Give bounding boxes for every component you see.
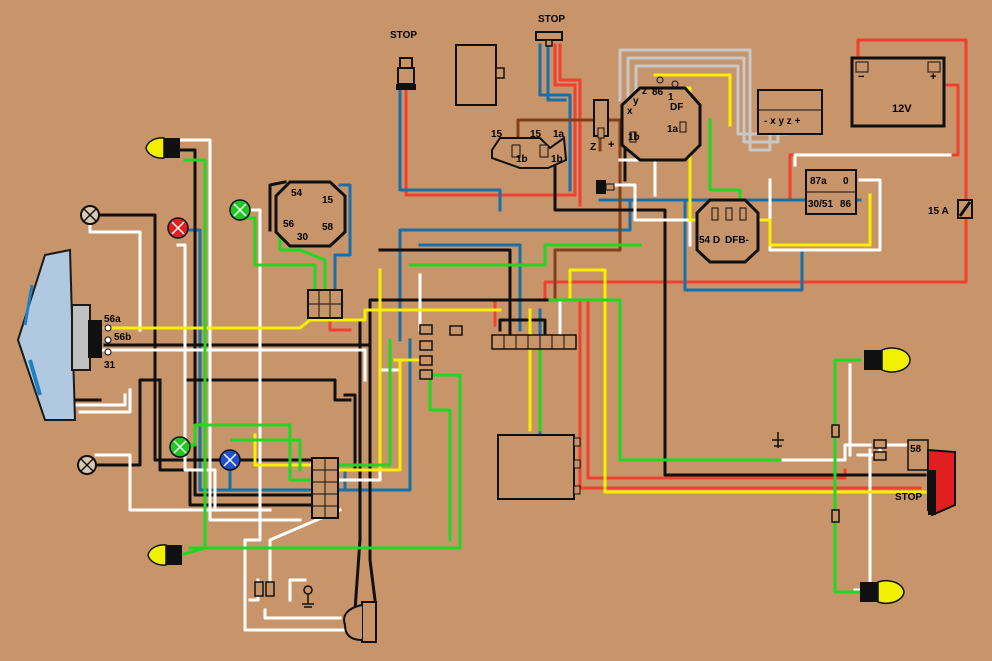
white-wires xyxy=(68,138,952,632)
label-plus: + xyxy=(608,139,614,151)
coil-label-1b-right: 1b xyxy=(551,154,563,165)
coil-label-15-left: 15 xyxy=(491,129,503,140)
z-terminal-block xyxy=(593,99,609,139)
connector-block-handlebar xyxy=(311,457,339,519)
stop-label-rear-switch: STOP xyxy=(538,14,565,25)
ignition-coil xyxy=(491,136,568,169)
stop-switch-rear xyxy=(535,31,563,47)
stop-label-front: STOP xyxy=(390,30,417,41)
coil-label-1a: 1a xyxy=(553,129,565,140)
gray-wires xyxy=(618,48,788,152)
black-wires xyxy=(58,148,927,612)
connector-block-ignition xyxy=(307,289,343,319)
warning-lamp-red-icon xyxy=(167,217,189,239)
label-31: 31 xyxy=(104,360,116,371)
tail-stop-light xyxy=(907,439,956,517)
indicator-lamp-front-left-icon xyxy=(145,137,180,159)
warning-lamp-blue-icon xyxy=(219,449,241,471)
ground-symbol-right-icon xyxy=(772,432,784,448)
indicator-lamp-rear-left-icon xyxy=(147,544,182,566)
connector-strip-center xyxy=(491,334,577,350)
charge-regulator xyxy=(695,198,760,264)
label-56a: 56a xyxy=(104,314,121,325)
neutral-switch-icon xyxy=(596,180,615,194)
stop-switch-front xyxy=(396,57,416,90)
regulator2-label-dfb: DFB- xyxy=(725,235,749,246)
regulator2-label-54d: 54 D xyxy=(699,235,720,246)
dynamo xyxy=(620,76,702,162)
warning-lamp-green-top-icon xyxy=(229,199,251,221)
battery-plus-label: + xyxy=(930,71,936,83)
relay-label-0: 0 xyxy=(843,176,849,187)
ignition-label-54: 54 xyxy=(291,188,303,199)
battery xyxy=(850,56,946,128)
coil-label-1b-left: 1b xyxy=(516,154,528,165)
indicator-lamp-front-right-icon xyxy=(864,347,911,373)
dynamo-label-86: 86 xyxy=(652,87,664,98)
ignition-label-30: 30 xyxy=(297,232,309,243)
dynamo-label-z: z xyxy=(642,86,647,97)
condenser-box xyxy=(455,44,505,106)
dynamo-label-df: DF xyxy=(670,102,683,113)
ground-symbol-left-icon xyxy=(302,585,314,608)
indicator-lamp-rear-right-icon xyxy=(860,580,905,604)
fuse xyxy=(957,199,973,219)
dynamo-label-1: 1 xyxy=(668,92,674,103)
label-56b: 56b xyxy=(114,332,131,343)
battery-minus-label: − xyxy=(858,71,864,83)
dynamo-label-x: x xyxy=(627,106,633,117)
relay xyxy=(805,169,857,215)
headlight xyxy=(16,248,112,421)
ignition-label-58: 58 xyxy=(322,222,334,233)
cdi-unit xyxy=(497,434,581,500)
relay-label-86: 86 xyxy=(840,199,852,210)
coil-label-15-right: 15 xyxy=(530,129,542,140)
fuse-label: 15 A xyxy=(928,206,949,217)
bulb-speedo-icon xyxy=(77,455,97,475)
dynamo-label-1a: 1a xyxy=(667,124,679,135)
voltage-regulator xyxy=(757,89,823,135)
ignition-label-56: 56 xyxy=(283,219,295,230)
stop-lamp-label: STOP xyxy=(895,492,922,503)
ignition-label-15: 15 xyxy=(322,195,334,206)
taillight-label-58: 58 xyxy=(910,444,922,455)
bulb-parking-icon xyxy=(80,205,100,225)
relay-label-3051: 30/51 xyxy=(808,199,833,210)
connector-column-left xyxy=(419,324,463,380)
battery-voltage-label: 12V xyxy=(892,103,912,115)
label-z: Z xyxy=(590,142,596,153)
dynamo-label-y: y xyxy=(633,96,639,107)
ignition-switch xyxy=(274,180,347,248)
dynamo-label-1b: 1b xyxy=(628,132,640,143)
regulator-terminal-labels: - x y z + xyxy=(764,116,801,127)
relay-label-87a: 87a xyxy=(810,176,827,187)
horn-icon xyxy=(343,601,377,643)
warning-lamp-green-bottom-icon xyxy=(169,436,191,458)
connector-small-pieces xyxy=(254,424,887,597)
